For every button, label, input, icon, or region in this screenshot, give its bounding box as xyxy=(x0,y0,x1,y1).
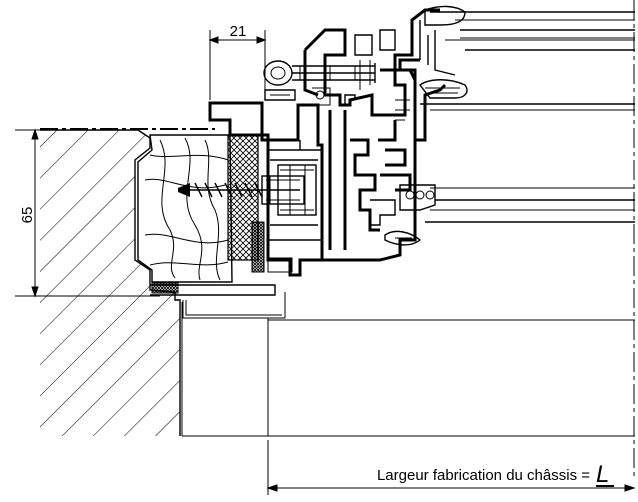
wall-section xyxy=(40,128,215,436)
width-caption: Largeur fabrication du châssis = xyxy=(377,467,590,484)
glazing-lines xyxy=(420,11,635,223)
dimension-label-left: 65 xyxy=(19,207,36,224)
width-dimension: Largeur fabrication du châssis = L xyxy=(266,440,636,495)
sealant-strip xyxy=(251,221,265,273)
dimension-label-top: 21 xyxy=(230,23,247,40)
frame-profile xyxy=(208,5,468,277)
bottom-seal xyxy=(151,282,179,294)
width-symbol: L xyxy=(596,461,609,488)
dimension-left: 65 xyxy=(15,128,160,298)
dimension-top: 21 xyxy=(208,23,267,100)
fixing-screw xyxy=(178,175,305,205)
timber-subframe xyxy=(137,134,233,283)
interior-lining xyxy=(181,302,635,437)
